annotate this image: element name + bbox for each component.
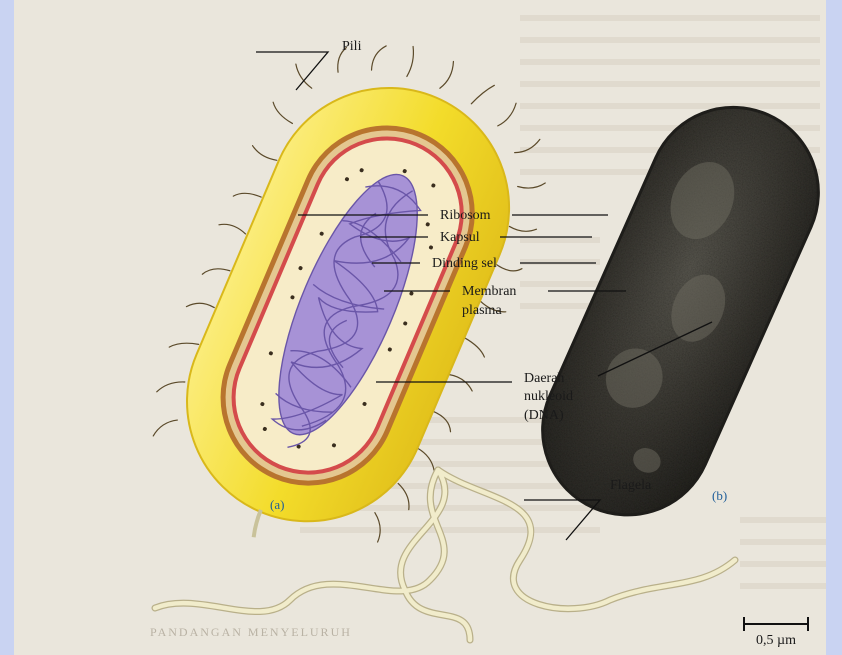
label-ribosom: Ribosom [440,208,491,223]
label-nukleoid-1: Daerah [524,371,564,386]
label-membran-2: plasma [462,303,502,318]
label-membran-1: Membran [462,284,516,299]
label-nukleoid-2: nukleoid [524,389,573,404]
scale-bar-label: 0,5 µm [756,633,796,648]
label-nukleoid-3: (DNA) [524,408,564,423]
label-flagela: Flagela [610,478,652,493]
label-kapsul: Kapsul [440,230,480,245]
label-pili: Pili [342,39,362,54]
panel-label-a: (a) [270,497,284,512]
panel-label-b: (b) [712,488,727,503]
label-dinding-sel: Dinding sel [432,256,497,271]
background-caption: PANDANGAN MENYELURUH [150,625,352,639]
